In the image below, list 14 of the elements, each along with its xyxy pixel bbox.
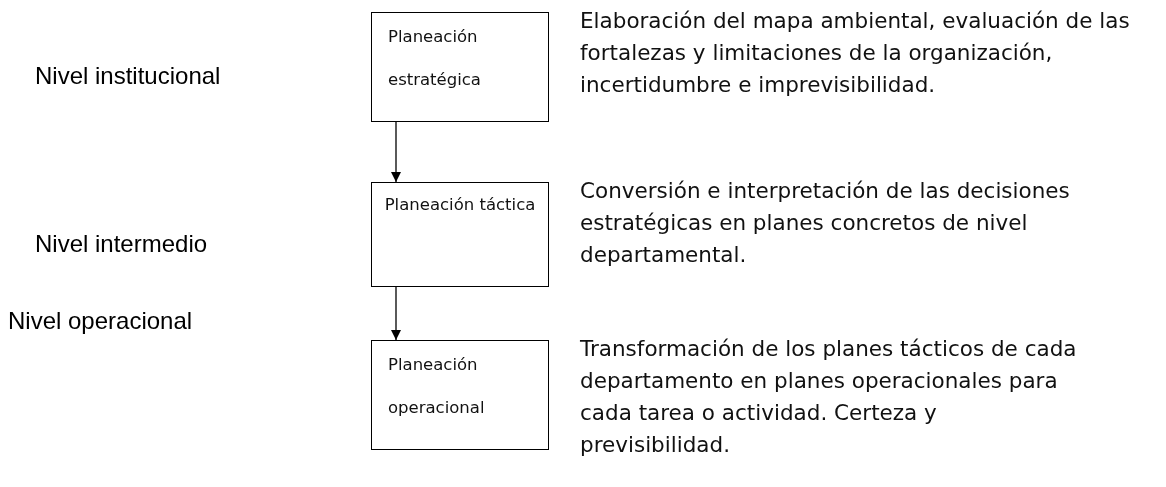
level-label: Nivel intermedio xyxy=(35,230,208,258)
description-text: Conversión e interpretación de las decisiones estratégicas en planes concretos de nivel departamental. xyxy=(580,177,1071,269)
process-box xyxy=(371,182,549,287)
process-box xyxy=(371,340,549,450)
description-text: Elaboración del mapa ambiental, evaluación de las fortalezas y limitaciones de la organización, incertidumbre e imprevisibilidad. xyxy=(580,7,1131,99)
arrow xyxy=(391,121,401,183)
description-text: Transformación de los planes tácticos de cada departamento en planes operacionales para cada tarea o actividad. Certeza y previsibilidad. xyxy=(580,335,1078,459)
process-box xyxy=(371,12,549,122)
box-label: Planeación táctica xyxy=(383,194,537,216)
level-label: Nivel institucional xyxy=(35,62,221,90)
arrow xyxy=(391,286,401,341)
level-label: Nivel operacional xyxy=(8,307,193,335)
box-label: Planeación estratégica xyxy=(388,26,482,91)
box-label: Planeación operacional xyxy=(388,354,486,419)
